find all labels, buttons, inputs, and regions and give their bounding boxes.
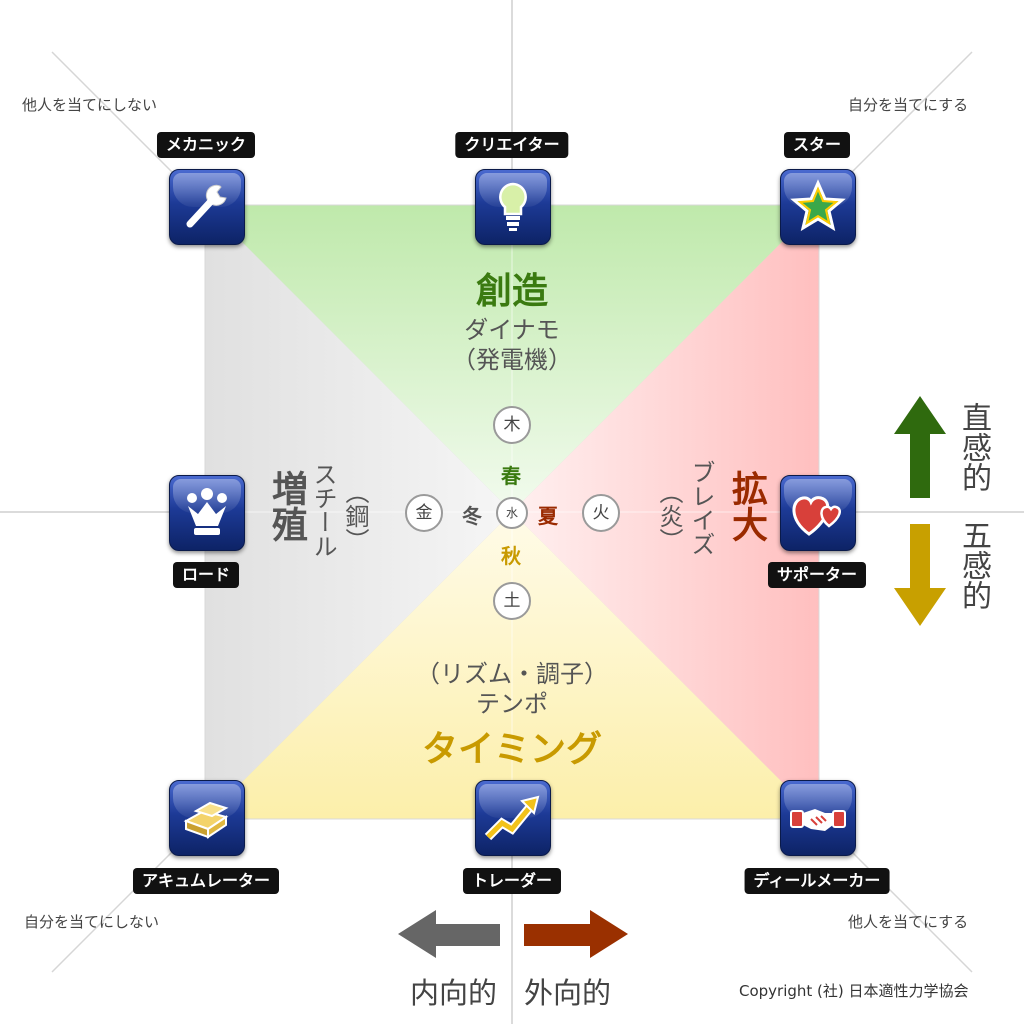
element-wood: 木 bbox=[493, 406, 531, 444]
role-label-mechanic: メカニック bbox=[156, 132, 256, 158]
season-spring: 春 bbox=[501, 464, 521, 488]
role-label-dealmaker: ディールメーカー bbox=[744, 868, 890, 894]
quadrant-left-subtitle-2: （鋼） bbox=[341, 480, 369, 552]
element-metal: 金 bbox=[405, 494, 443, 532]
quadrant-left-subtitle: スチール bbox=[309, 462, 337, 558]
role-label-accumulator: アキュムレーター bbox=[132, 868, 280, 894]
gold-bars-icon bbox=[169, 780, 245, 856]
role-label-lord: ロード bbox=[172, 562, 240, 588]
role-label-trader: トレーダー bbox=[462, 868, 562, 894]
quadrant-bottom-title: タイミング bbox=[421, 729, 603, 770]
hearts-icon bbox=[780, 475, 856, 551]
quadrant-right-subtitle: ブレイズ bbox=[687, 460, 715, 556]
season-winter: 冬 bbox=[462, 504, 482, 528]
up-arrow-icon bbox=[894, 396, 946, 498]
rising-arrow-icon bbox=[475, 780, 551, 856]
element-fire: 火 bbox=[582, 494, 620, 532]
quadrant-right-title: 拡大 bbox=[726, 470, 767, 542]
quadrant-bottom-subtitle: テンポ bbox=[476, 690, 548, 718]
corner-note-top-right: 自分を当てにする bbox=[848, 96, 969, 114]
corner-note-bottom-right: 他人を当てにする bbox=[848, 913, 969, 931]
quadrant-right-subtitle-2: （炎） bbox=[655, 480, 683, 552]
axis-label-sensory: 五感的 bbox=[956, 520, 991, 610]
copyright-text: Copyright (社) 日本適性力学協会 bbox=[739, 982, 969, 1000]
quadrant-top-subtitle-2: （発電機） bbox=[452, 346, 572, 374]
element-water: 水 bbox=[496, 497, 528, 529]
right-arrow-icon bbox=[524, 910, 628, 958]
axis-label-introverted: 内向的 bbox=[410, 976, 498, 1010]
element-earth: 土 bbox=[493, 582, 531, 620]
axis-label-intuitive: 直感的 bbox=[956, 402, 991, 492]
quadrant-top-subtitle: ダイナモ bbox=[464, 316, 560, 344]
season-autumn: 秋 bbox=[501, 544, 521, 568]
corner-note-top-left: 他人を当てにしない bbox=[22, 96, 158, 114]
left-arrow-icon bbox=[398, 910, 500, 958]
role-label-star: スター bbox=[783, 132, 851, 158]
corner-note-bottom-left: 自分を当てにしない bbox=[24, 913, 160, 931]
light-bulb-icon bbox=[475, 169, 551, 245]
quadrant-left-title: 増殖 bbox=[266, 470, 307, 542]
bottom-axis-arrows bbox=[398, 910, 628, 958]
role-label-creator: クリエイター bbox=[455, 132, 569, 158]
quadrant-top-title: 創造 bbox=[475, 271, 549, 312]
star-icon bbox=[780, 169, 856, 245]
down-arrow-icon bbox=[894, 524, 946, 626]
quadrant-bottom-subtitle-2: （リズム・調子） bbox=[416, 660, 608, 688]
wrench-icon bbox=[169, 169, 245, 245]
role-label-supporter: サポーター bbox=[767, 562, 867, 588]
handshake-icon bbox=[780, 780, 856, 856]
crown-icon bbox=[169, 475, 245, 551]
axis-label-extroverted: 外向的 bbox=[524, 976, 612, 1010]
season-summer: 夏 bbox=[538, 504, 558, 528]
right-axis-arrows bbox=[894, 396, 946, 626]
